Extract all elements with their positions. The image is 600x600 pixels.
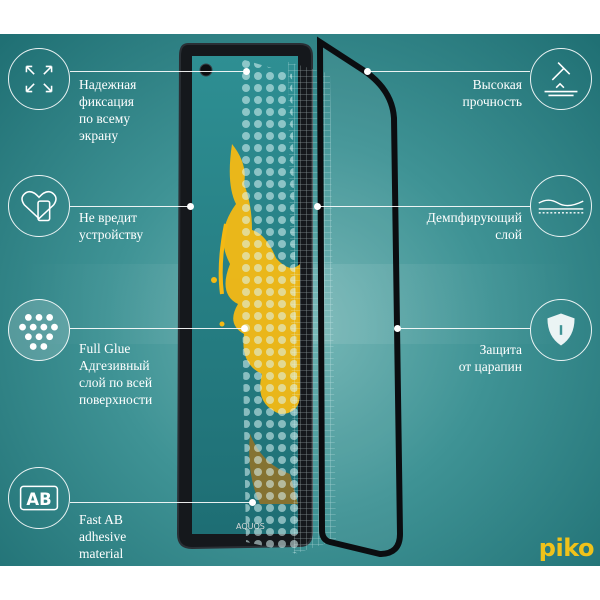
expand-arrows-icon	[8, 48, 70, 110]
phone-layers-illustration: AQUOS	[176, 36, 404, 558]
heart-phone-icon	[8, 175, 70, 237]
adhesive-dot-layer	[238, 58, 300, 554]
callout-dot-damping	[314, 203, 321, 210]
callout-dot-fixation	[243, 68, 250, 75]
callout-dot-scratch	[394, 325, 401, 332]
callout-line-scratch	[398, 328, 530, 329]
piko-logo: piko	[538, 534, 595, 562]
callout-dot-full-glue	[241, 325, 248, 332]
hammer-glass-icon	[530, 48, 592, 110]
callout-line-fixation	[70, 71, 246, 72]
callout-line-strength	[368, 71, 530, 72]
callout-line-safe	[70, 206, 190, 207]
callout-dot-strength	[364, 68, 371, 75]
svg-text:AB: AB	[26, 490, 51, 509]
callout-line-damping	[318, 206, 530, 207]
damping-layer-icon	[530, 175, 592, 237]
glass-frame	[316, 36, 404, 558]
callout-line-fast-ab	[70, 502, 252, 503]
shield-icon	[530, 299, 592, 361]
callout-line-full-glue	[70, 328, 244, 329]
callout-dot-safe	[187, 203, 194, 210]
dot-pattern-icon	[8, 299, 70, 361]
callout-dot-fast-ab	[249, 499, 256, 506]
ab-adhesive-icon: AB	[8, 467, 70, 529]
